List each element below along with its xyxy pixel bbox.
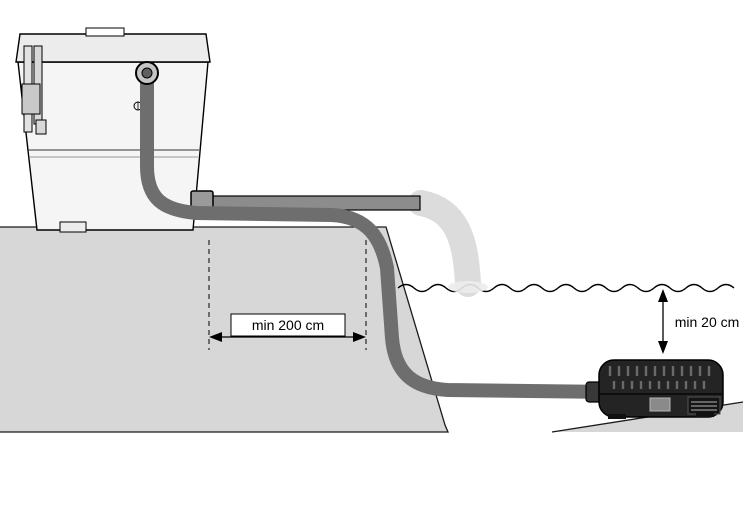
pump-regulator-ribs [691,401,717,411]
filter-latch-hook [35,119,47,135]
vertical-dimension-label-box [673,312,741,333]
filter-handle-recess [85,27,125,37]
filter-foot [59,221,87,233]
inlet-connector [135,61,159,85]
filter-box [15,27,211,233]
pump-foot [696,412,714,417]
inlet-connector-inner [141,67,153,79]
arrow-head-top [658,289,668,302]
arrow-head-bottom [658,341,668,354]
arrow-head-right [353,332,366,342]
outlet-pipe-group [190,190,421,218]
horizontal-dimension-label: min 200 cm [252,317,324,333]
pump [585,359,724,419]
ground-bank-outline [0,226,449,433]
horizontal-dimension-label-box [230,313,346,337]
filter-latch [21,83,41,115]
water-surface-wave-line [397,283,735,293]
filter-lid [15,33,211,63]
arrow-head-left [209,332,222,342]
suction-hose [140,71,621,399]
dimensions: min 200 cm min 20 cm [208,240,741,354]
vertical-dimension-label: min 20 cm [675,314,740,330]
pump-grille-lower [612,381,706,389]
pump-foot [608,414,626,419]
splash [448,281,488,293]
pump-grille [608,366,711,376]
water-outflow-stream [408,190,481,297]
pump-label-plate [649,397,671,412]
ground-bank [0,226,449,433]
ground-bank-fill [0,227,448,432]
